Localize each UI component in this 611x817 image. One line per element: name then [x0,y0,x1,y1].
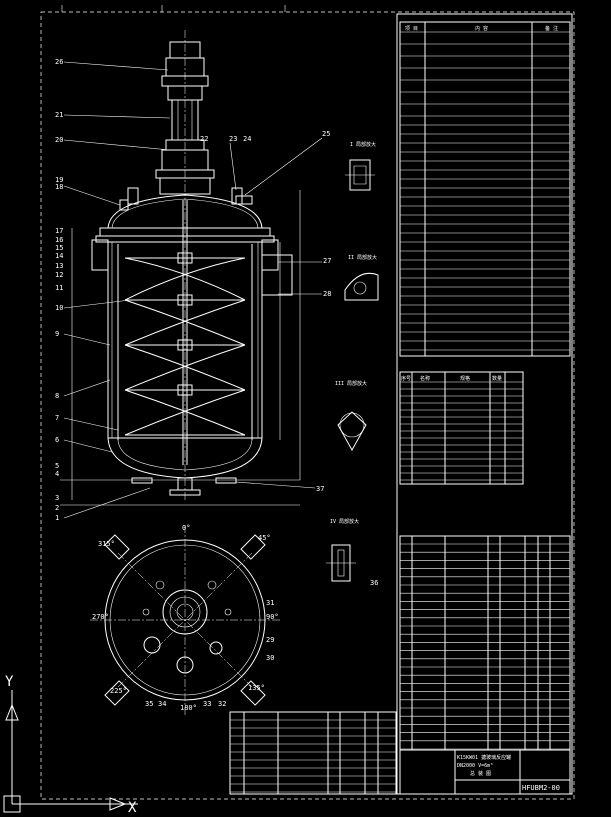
nozzle-col-no: 序号 [401,375,411,382]
parts-list-bottom [229,711,397,795]
nozzle-table: 序号 名称 规格 数量 [399,371,524,485]
callout-34: 34 [158,700,166,708]
callout-26: 26 [55,58,63,66]
nozzle-col-spec: 规格 [460,375,470,382]
callout-37: 37 [316,485,324,493]
angle-135: 135° [248,684,265,692]
detail-title-4: IV 局部放大 [330,518,359,525]
sheet-outer-border [40,11,575,800]
callout-4: 4 [55,470,59,478]
nozzle-col-name: 名称 [420,375,430,382]
callout-27: 27 [323,257,331,265]
callout-16: 16 [55,236,63,244]
axis-y-label: Y [5,674,14,690]
callout-13: 13 [55,262,63,270]
callout-12: 12 [55,271,63,279]
callout-33: 33 [203,700,211,708]
callout-22: 22 [200,135,208,143]
callout-15: 15 [55,244,63,252]
nozzle-col-qty: 数量 [492,375,502,382]
detail-title-1: I 局部放大 [350,141,376,148]
callout-3: 3 [55,494,59,502]
spec-col-remark: 备 注 [545,25,558,32]
spec-col-item: 项 目 [405,26,418,32]
callout-20: 20 [55,136,63,144]
angle-180: 180° [180,704,197,712]
callout-14: 14 [55,252,63,260]
angle-90: 90° [266,613,279,621]
ucs-axis-icon: Y X [3,674,138,816]
title-line-3: 总 装 图 [470,770,491,777]
drawing-number: HFUBM2-00 [522,784,560,792]
technical-spec-table: 项 目 内 容 备 注 [399,21,571,357]
vessel-elevation [60,30,301,506]
callout-8: 8 [55,392,59,400]
callout-2: 2 [55,504,59,512]
callout-6: 6 [55,436,59,444]
sheet-inner-border [396,13,573,795]
callout-24: 24 [243,135,251,143]
callout-30: 30 [266,654,274,662]
angle-315: 315° [98,540,115,548]
callout-21: 21 [55,111,63,119]
callout-9: 9 [55,330,59,338]
callout-1: 1 [55,514,59,522]
title-line-1: K15KW01 搪玻璃反应罐 [457,754,511,761]
detail-title-2: II 局部放大 [348,254,377,261]
callout-29: 29 [266,636,274,644]
callout-5: 5 [55,462,59,470]
callout-25: 25 [322,130,330,138]
callout-17: 17 [55,227,63,235]
callout-28: 28 [323,290,331,298]
spec-col-content: 内 容 [475,25,488,32]
parts-list-right [399,535,571,751]
detail-views: I 局部放大 II 局部放大 III 局部放大 IV 局部放大 [326,141,379,582]
callout-11: 11 [55,284,63,292]
callout-32: 32 [218,700,226,708]
angle-270: 270° [92,613,109,621]
callout-7: 7 [55,414,59,422]
callout-35: 35 [145,700,153,708]
title-block: K15KW01 搪玻璃反应罐 DN2000 V=6m³ 总 装 图 HFUBM2… [399,749,571,795]
angle-225: 225° [110,687,127,695]
title-line-2: DN2000 V=6m³ [457,763,493,769]
callout-10: 10 [55,304,63,312]
callout-36: 36 [370,579,378,587]
angle-45: 45° [258,534,271,542]
callout-labels: 26 21 20 19 18 17 16 15 14 13 12 11 10 9… [55,58,331,522]
callout-31: 31 [266,599,274,607]
callout-18: 18 [55,183,63,191]
callout-23: 23 [229,135,237,143]
angle-0: 0° [182,524,190,532]
axis-x-label: X [128,800,137,816]
detail-title-3: III 局部放大 [335,380,367,387]
plan-view: 0° 45° 90° 135° 180° 225° 270° 315° 29 3… [90,524,378,715]
callout-19: 19 [55,176,63,184]
